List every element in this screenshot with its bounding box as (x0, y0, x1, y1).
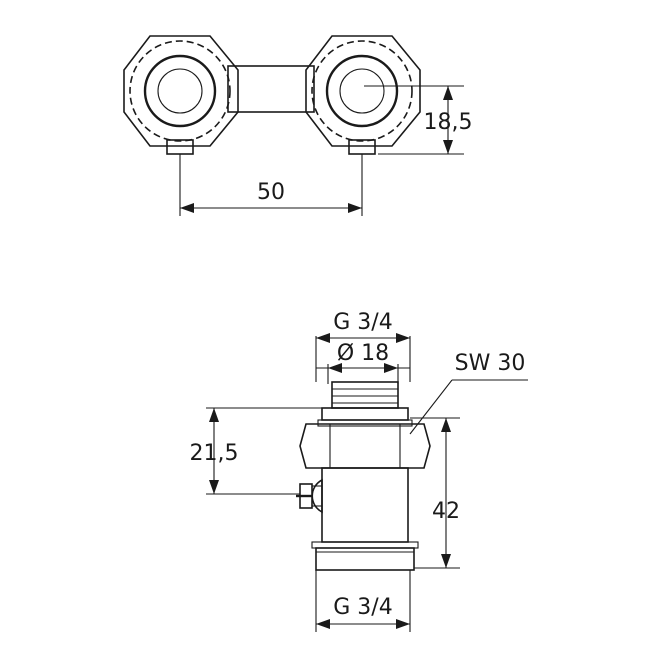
dimension-thread-top: G 3/4 (315, 310, 411, 382)
left-nut (123, 35, 239, 155)
drain-screw (296, 478, 323, 514)
dim-thread-top-label: G 3/4 (333, 310, 392, 335)
hex-nut (299, 419, 431, 469)
bridge-pipe (227, 65, 315, 113)
dimension-height: 18,5 (364, 85, 473, 155)
dim-diameter-label: Ø 18 (337, 341, 389, 366)
dimension-wrench: SW 30 (409, 351, 528, 435)
dimension-upper-height: 21,5 (190, 407, 322, 495)
right-nut (305, 35, 421, 155)
left-stub (166, 139, 194, 155)
dimension-diameter: Ø 18 (316, 341, 410, 384)
top-thread (321, 381, 409, 421)
dim-spacing-label: 50 (257, 180, 285, 205)
dimension-thread-bottom: G 3/4 (315, 570, 411, 632)
dimension-spacing: 50 (179, 154, 363, 216)
dim-height-label: 18,5 (424, 110, 473, 135)
side-view: G 3/4 Ø 18 SW 30 21,5 (190, 310, 528, 632)
dim-total-height-label: 42 (432, 499, 460, 524)
dim-upper-height-label: 21,5 (190, 441, 239, 466)
valve-body (321, 467, 409, 543)
right-stub (348, 139, 376, 155)
dim-thread-bottom-label: G 3/4 (333, 595, 392, 620)
top-view: 50 18,5 (123, 35, 473, 216)
dimension-total-height: 42 (410, 417, 460, 569)
bottom-nut (311, 541, 419, 571)
dim-wrench-label: SW 30 (455, 351, 526, 376)
